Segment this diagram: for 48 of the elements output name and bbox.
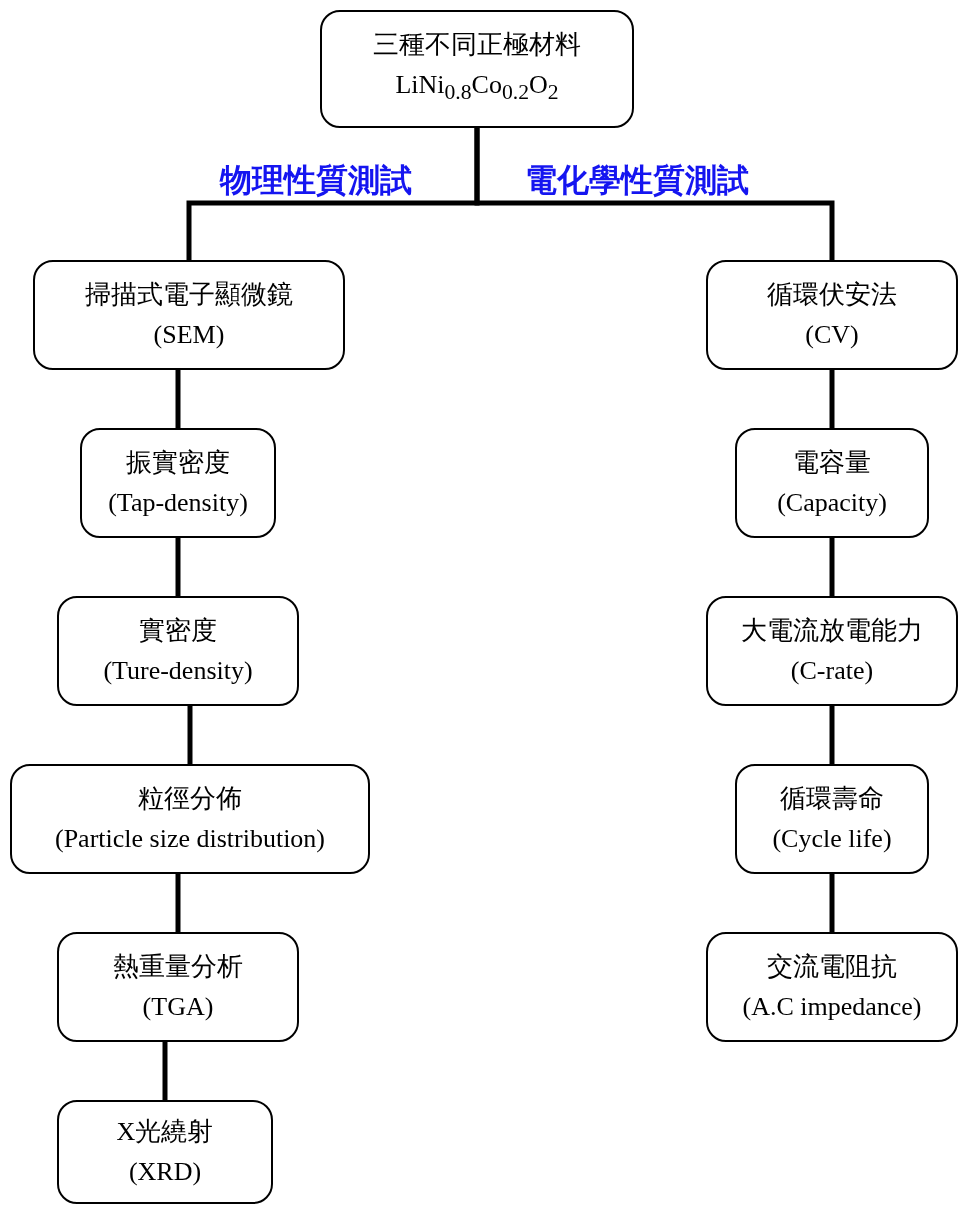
process-box	[735, 428, 929, 538]
box-title: 循環伏安法	[767, 279, 897, 311]
box-title: 三種不同正極材料	[373, 29, 581, 62]
box-title: 交流電阻抗	[767, 951, 897, 983]
box-subtitle: (A.C impedance)	[742, 991, 922, 1023]
process-box	[57, 932, 299, 1042]
box-title: 熱重量分析	[113, 951, 243, 983]
box-title: 循環壽命	[780, 783, 884, 815]
process-box	[706, 260, 958, 370]
connector-line	[175, 538, 181, 596]
connector-line	[162, 1042, 168, 1100]
box-subtitle: (XRD)	[128, 1156, 202, 1188]
box-title: 電容量	[793, 447, 871, 479]
box-subtitle: (Ture-density)	[103, 655, 253, 687]
process-box	[80, 428, 276, 538]
process-box	[57, 1100, 273, 1204]
connector-line	[829, 370, 835, 428]
process-box	[706, 596, 958, 706]
process-box	[735, 764, 929, 874]
connector-line	[175, 370, 181, 428]
branch-heading: 電化學性質測試	[525, 160, 749, 200]
process-box	[33, 260, 345, 370]
process-box	[57, 596, 299, 706]
process-box	[706, 932, 958, 1042]
box-title: 實密度	[139, 615, 217, 647]
box-subtitle: (SEM)	[153, 319, 225, 351]
box-title: 粒徑分佈	[138, 783, 242, 815]
connector-line	[175, 874, 181, 932]
box-subtitle: (CV)	[805, 319, 859, 351]
branch-heading: 物理性質測試	[220, 160, 412, 200]
box-subtitle: (Tap-density)	[108, 487, 248, 519]
connector-line	[829, 706, 835, 764]
box-subtitle: LiNi$_{0.8}$Co$_{0.2}$O$_{2}$	[395, 69, 559, 107]
box-title: X光繞射	[116, 1116, 214, 1148]
box-subtitle: (Particle size distribution)	[54, 823, 325, 855]
box-subtitle: (C-rate)	[790, 655, 874, 687]
process-box	[10, 764, 370, 874]
box-subtitle: (Capacity)	[777, 487, 887, 519]
box-title: 振實密度	[126, 447, 230, 479]
box-subtitle: (Cycle life)	[772, 823, 892, 855]
connector-line	[474, 128, 835, 260]
connector-line	[829, 538, 835, 596]
process-box	[320, 10, 634, 128]
box-title: 大電流放電能力	[741, 615, 923, 647]
box-title: 掃描式電子顯微鏡	[85, 279, 293, 311]
connector-line	[829, 874, 835, 932]
box-subtitle: (TGA)	[142, 991, 214, 1023]
connector-line	[187, 706, 193, 764]
